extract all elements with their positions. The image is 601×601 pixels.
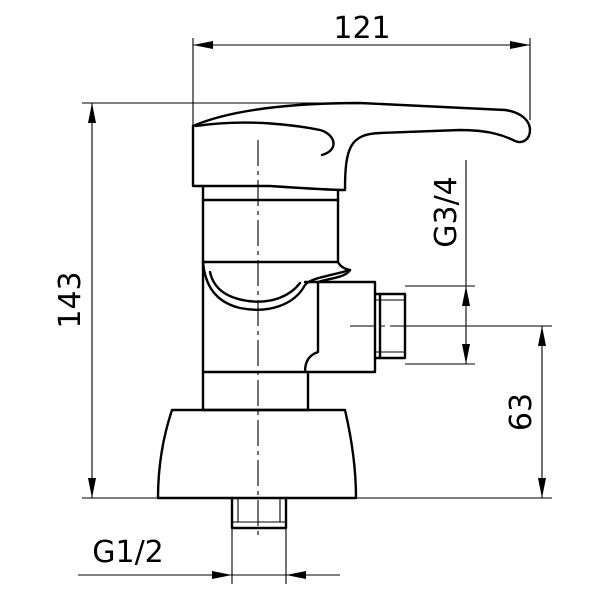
dimension-lines	[78, 38, 552, 584]
inlet-thread	[230, 496, 288, 530]
cartridge-collar	[201, 184, 340, 202]
dim-143-arrow-top	[88, 103, 96, 123]
body-contour-inner	[208, 270, 302, 303]
dim-63-arrow-top	[538, 326, 546, 346]
dim-121-arrow-left	[193, 41, 213, 49]
body-contour	[201, 260, 352, 311]
outlet-thread-root	[375, 299, 405, 353]
dim-143-arrow-bottom	[88, 478, 96, 498]
dim-g34-arrow-bottom	[462, 344, 470, 364]
inlet-thread-chamfer	[232, 498, 286, 523]
dim-g34-label: G3/4	[429, 176, 464, 248]
dim-143-label: 143	[53, 271, 88, 328]
lever-inner-contour	[194, 121, 335, 157]
mixing-body	[201, 260, 352, 374]
dimension-labels: 121 143 63 G3/4 G1/2	[53, 11, 539, 570]
dim-g12-label: G1/2	[92, 535, 164, 570]
cartridge-body	[201, 198, 340, 264]
base-flange	[156, 408, 358, 500]
dim-121-label: 121	[333, 11, 390, 46]
outlet-housing	[303, 280, 377, 374]
dim-g12-arrow-left	[212, 571, 232, 579]
dim-g12-arrow-right	[286, 571, 306, 579]
lower-stem	[201, 370, 310, 412]
dim-121-arrow-right	[510, 41, 530, 49]
dim-63-arrow-bottom	[538, 478, 546, 498]
lever-handle	[191, 101, 532, 192]
dim-63-label: 63	[504, 393, 539, 431]
dim-g34-arrow-top	[462, 286, 470, 306]
faucet-body	[156, 101, 532, 540]
